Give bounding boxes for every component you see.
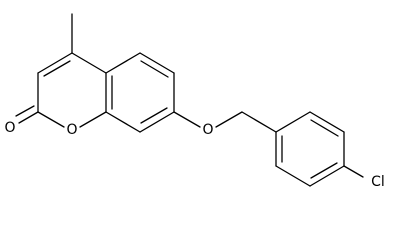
bond-c8-c8a — [105, 111, 141, 133]
bond-c-cl — [343, 165, 364, 178]
atom-carbonyl-oxygen: O — [4, 120, 15, 136]
bond-ph-c4-c5 — [309, 165, 345, 187]
bond-c4-c4a — [71, 52, 107, 74]
bond-ph-c1-c2 — [275, 111, 311, 133]
bond-c4a-c5 — [105, 52, 141, 74]
atom-label-layer: O O O Cl — [4, 120, 384, 190]
bond-ph-c5-c6 — [275, 165, 311, 187]
structure-diagram: O O O Cl — [4, 13, 385, 190]
bond-c7-c8-inner — [140, 107, 168, 124]
bond-ether-o-ch2 — [215, 111, 243, 128]
bond-c8a-o1 — [79, 111, 107, 128]
bond-c5-c6-inner — [140, 60, 169, 78]
atom-ether-oxygen: O — [202, 122, 213, 138]
bond-c2-carbonyl — [18, 111, 39, 124]
bond-c7-ether-o — [173, 111, 201, 128]
bond-layer — [15, 13, 364, 187]
bond-ch2-cipso — [241, 111, 277, 133]
bond-c3-c4 — [37, 52, 73, 74]
bond-ph-c2-c3 — [309, 111, 345, 133]
bond-c5-c6 — [139, 52, 175, 74]
bond-c3-c4-inner — [43, 60, 71, 77]
bond-ph-c2-c3-inner — [310, 119, 339, 137]
bond-c2-carbonyl-double — [15, 105, 35, 117]
bond-c7-c8 — [139, 111, 175, 133]
bond-o1-c2 — [37, 111, 65, 128]
bond-ph-c4-c5-inner — [310, 162, 338, 179]
atom-chlorine: Cl — [371, 174, 385, 190]
atom-ring-oxygen: O — [66, 122, 77, 138]
